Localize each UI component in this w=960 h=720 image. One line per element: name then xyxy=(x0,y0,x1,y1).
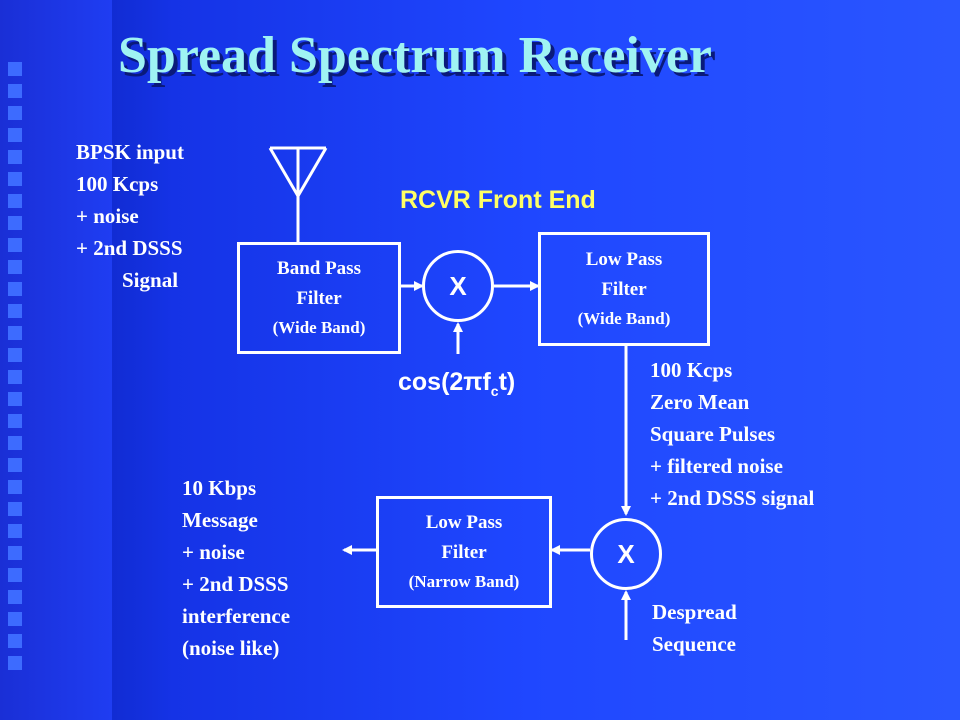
despread-sequence-label: Despread Sequence xyxy=(652,600,737,656)
carrier-label: cos(2πfct) xyxy=(398,368,516,399)
band-pass-filter-block: Band Pass Filter (Wide Band) xyxy=(237,242,401,354)
low-pass-filter-narrow-block: Low Pass Filter (Narrow Band) xyxy=(376,496,552,608)
mixer-2: X xyxy=(590,518,662,590)
mixer-2-symbol: X xyxy=(617,538,635,569)
left-decorative-band xyxy=(0,0,112,720)
mixer-1: X xyxy=(422,250,494,322)
mixer-1-symbol: X xyxy=(449,270,467,301)
input-label: BPSK input 100 Kcps + noise + 2nd DSSS S… xyxy=(76,140,184,292)
front-end-label: RCVR Front End xyxy=(400,186,596,214)
slide-title: Spread Spectrum Receiver xyxy=(118,27,713,84)
low-pass-filter-wide-block: Low Pass Filter (Wide Band) xyxy=(538,232,710,346)
bullet-squares-column xyxy=(8,62,24,678)
output-label: 10 Kbps Message + noise + 2nd DSSS inter… xyxy=(182,476,291,660)
antenna-icon xyxy=(268,146,328,242)
intermediate-signal-label: 100 Kcps Zero Mean Square Pulses + filte… xyxy=(650,358,815,510)
